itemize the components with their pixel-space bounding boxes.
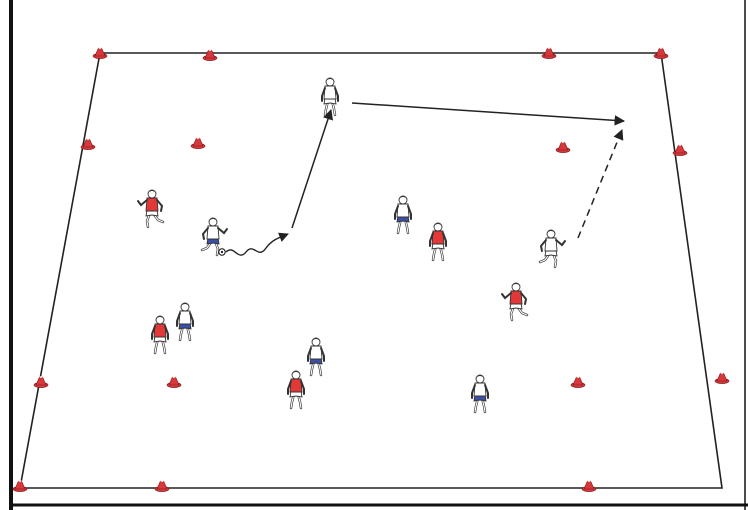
background bbox=[0, 0, 748, 510]
drill-diagram bbox=[0, 0, 748, 510]
